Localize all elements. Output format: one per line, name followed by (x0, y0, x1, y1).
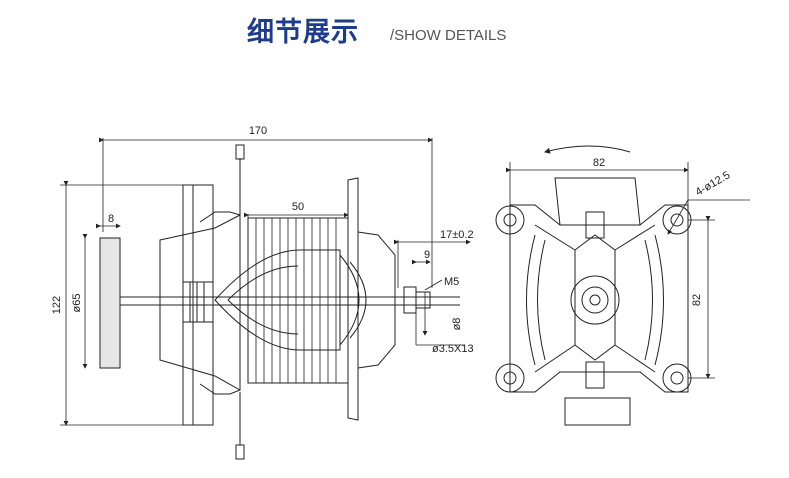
rear-bracket (159, 214, 241, 391)
shaft-center (589, 294, 601, 306)
dim-front-height: 82 (691, 294, 703, 306)
dim-overall-length: 170 (249, 125, 267, 137)
mount-hole-tl (495, 205, 525, 235)
header: 细节展示 /SHOW DETAILS (0, 0, 789, 60)
brush-top (585, 211, 605, 239)
armature-winding (214, 249, 341, 351)
mount-hole-tr (662, 205, 692, 235)
dim-thread: M5 (444, 276, 459, 288)
mount-hole-bl (495, 363, 525, 393)
rotation-arrow-icon (544, 145, 631, 154)
fan-blade (99, 237, 121, 369)
front-housing (509, 204, 689, 393)
dim-shaft-end: ø3.5X13 (432, 343, 474, 355)
bottom-bracket-tab (564, 397, 631, 426)
brush-bottom (585, 361, 605, 389)
stator-stack (247, 217, 349, 384)
center-bracket (574, 234, 616, 361)
winding-right (654, 234, 664, 366)
page-title: 细节展示 (247, 17, 359, 48)
dim-front-width: 82 (593, 157, 605, 169)
page-subtitle: /SHOW DETAILS (390, 27, 507, 44)
winding-left (526, 234, 536, 366)
dim-mount-holes: 4-ø12.5 (694, 169, 733, 198)
hub-outer (570, 275, 620, 325)
dim-stack-length: 50 (292, 201, 304, 213)
front-flange (347, 177, 359, 421)
dim-fan-thickness: 8 (108, 213, 114, 225)
front-dimensions (506, 162, 750, 379)
dim-shaft-extension: 17±0.2 (440, 229, 474, 241)
mount-hole-br (662, 363, 692, 393)
side-dimensions (60, 137, 471, 426)
side-view (99, 144, 460, 460)
top-bracket-tab (554, 177, 641, 226)
commutator (182, 281, 214, 323)
dim-shaft-diameter: ø8 (451, 318, 463, 331)
dim-height: 122 (51, 296, 63, 314)
dim-shaft-step: 9 (424, 249, 430, 261)
front-view (495, 177, 692, 426)
dim-fan-diameter: ø65 (71, 294, 83, 313)
